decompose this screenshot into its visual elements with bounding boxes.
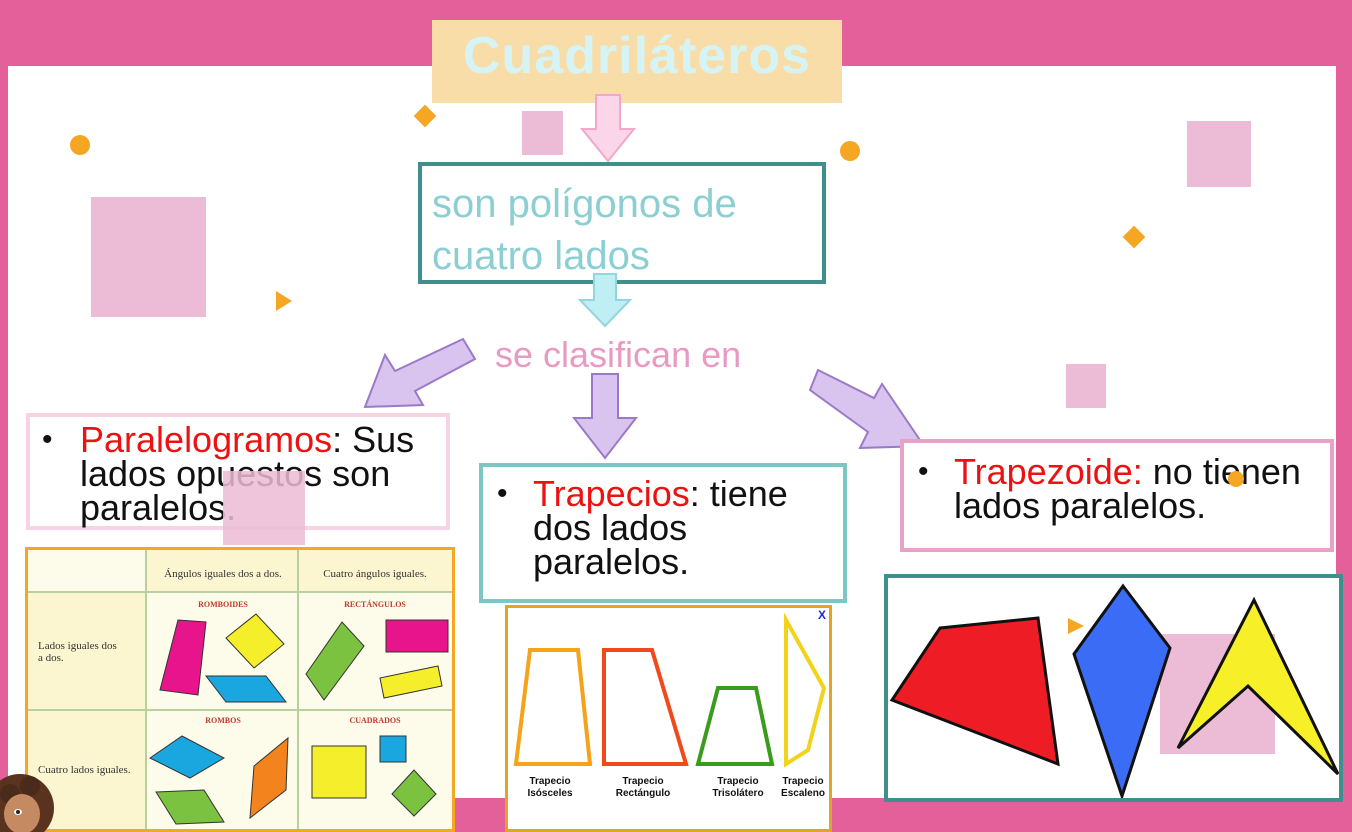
trapezoide-shapes-image <box>884 574 1343 802</box>
card-text: Trapecios: tiene dos lados paralelos. <box>533 473 788 582</box>
decor-triangle <box>276 291 292 311</box>
arrow-right-down-icon <box>808 368 926 450</box>
classify-label: se clasifican en <box>495 334 742 375</box>
decor-square <box>223 471 305 545</box>
arrow-down-icon <box>580 94 636 163</box>
trapecio-types-image: X Trapecio Isósceles Trapecio Rectángulo… <box>505 605 832 832</box>
table-col-header: Cuatro ángulos iguales. <box>323 568 427 580</box>
decor-square <box>1066 364 1106 408</box>
bullet: • <box>42 423 53 456</box>
decor-dot <box>1228 471 1244 487</box>
trapecio-caption: Trapecio Escaleno <box>781 776 825 799</box>
trapecio-caption: Trapecio Trisolátero <box>712 776 764 799</box>
trapezoide-shapes <box>889 583 1339 798</box>
decor-dot <box>70 135 90 155</box>
table-row-header: Cuatro lados iguales. <box>38 764 131 776</box>
description: no tienen lados paralelos. <box>954 451 1301 526</box>
arrow-down-icon <box>578 273 632 328</box>
decor-square <box>1187 121 1251 187</box>
table-cell-label: RECTÁNGULOS <box>344 600 406 609</box>
table-cell-label: CUADRADOS <box>349 716 401 725</box>
paralelogram-table <box>28 550 452 829</box>
avatar <box>0 774 54 832</box>
decor-dot <box>840 141 860 161</box>
table-cell-label: ROMBOIDES <box>198 600 248 609</box>
bullet: • <box>497 477 508 510</box>
definition-text: son polígonos de cuatro lados <box>432 182 737 278</box>
paralelogram-table-image: Ángulos iguales dos a dos. Cuatro ángulo… <box>25 547 455 832</box>
table-row-header: Lados iguales dos a dos. <box>38 640 117 664</box>
arrow-down-icon <box>571 373 639 460</box>
arrow-left-down-icon <box>363 337 477 409</box>
table-col-header: Ángulos iguales dos a dos. <box>164 568 282 580</box>
trapecio-shapes <box>513 612 827 768</box>
definition-box <box>418 162 826 284</box>
keyword: Trapecios <box>533 473 690 514</box>
close-icon[interactable]: X <box>818 608 827 622</box>
table-cell-label: ROMBOS <box>205 716 241 725</box>
keyword: Trapezoide: <box>954 451 1143 492</box>
description: tiene dos lados paralelos. <box>533 473 788 582</box>
decor-square <box>91 197 206 317</box>
page-title: Cuadriláteros <box>462 27 812 85</box>
bullet: • <box>918 455 929 488</box>
trapecio-caption: Trapecio Isósceles <box>527 776 573 799</box>
card-trapezoide: • Trapezoide: no tienen lados paralelos. <box>900 439 1334 552</box>
trapecio-caption: Trapecio Rectángulo <box>615 776 671 799</box>
decor-square <box>522 111 563 155</box>
card-text: Trapezoide: no tienen lados paralelos. <box>954 454 1324 524</box>
title-box <box>432 20 842 103</box>
keyword: Paralelogramos <box>80 419 333 460</box>
card-trapecios: • Trapecios: tiene dos lados paralelos. <box>479 463 847 603</box>
